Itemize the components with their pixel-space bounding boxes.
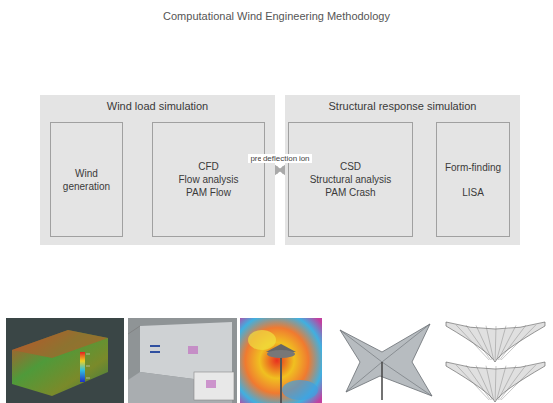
mesh-line xyxy=(498,325,516,360)
edge-label: deflection xyxy=(261,154,299,163)
process-box: Form-findingLISA xyxy=(436,122,510,237)
mesh-line xyxy=(500,365,526,400)
mesh-line xyxy=(495,366,497,400)
box-text: CSD xyxy=(340,160,361,173)
box-text: Wind generation xyxy=(55,167,118,193)
mesh-line xyxy=(456,325,489,360)
mesh-line xyxy=(456,365,489,400)
mesh-line xyxy=(501,325,536,360)
cfd-image xyxy=(6,318,124,403)
mesh-line xyxy=(486,366,494,400)
mesh-line xyxy=(495,326,497,360)
mesh-line xyxy=(498,365,516,400)
mesh-line xyxy=(500,325,526,360)
box-text: Form-finding xyxy=(445,161,501,174)
box-text: PAM Flow xyxy=(186,186,231,199)
panel-heading: Wind load simulation xyxy=(40,100,275,113)
mesh-line xyxy=(486,326,494,360)
process-box: Wind generation xyxy=(50,122,123,237)
pressure-field-image xyxy=(240,318,322,403)
panel-heading: Structural response simulation xyxy=(285,100,520,113)
mesh-line xyxy=(497,366,506,400)
mesh-line xyxy=(501,365,536,400)
domain-image xyxy=(128,318,237,403)
mesh-line xyxy=(497,326,506,360)
box-text: CFD xyxy=(198,160,219,173)
box-text: LISA xyxy=(462,186,484,199)
mesh-image xyxy=(441,318,549,403)
group-panel: Wind load simulationWind generation CFDFl… xyxy=(40,95,275,245)
box-text: Structural analysis xyxy=(310,173,392,186)
group-panel: Structural response simulationCSDStructu… xyxy=(285,95,520,245)
box-text: PAM Crash xyxy=(325,186,375,199)
process-box: CSDStructural analysisPAM Crash xyxy=(288,122,413,237)
box-text: Flow analysis xyxy=(178,173,238,186)
process-box: CFDFlow analysisPAM Flow xyxy=(152,122,265,237)
membrane-image xyxy=(326,318,437,403)
diagram-title: Computational Wind Engineering Methodolo… xyxy=(0,10,553,22)
